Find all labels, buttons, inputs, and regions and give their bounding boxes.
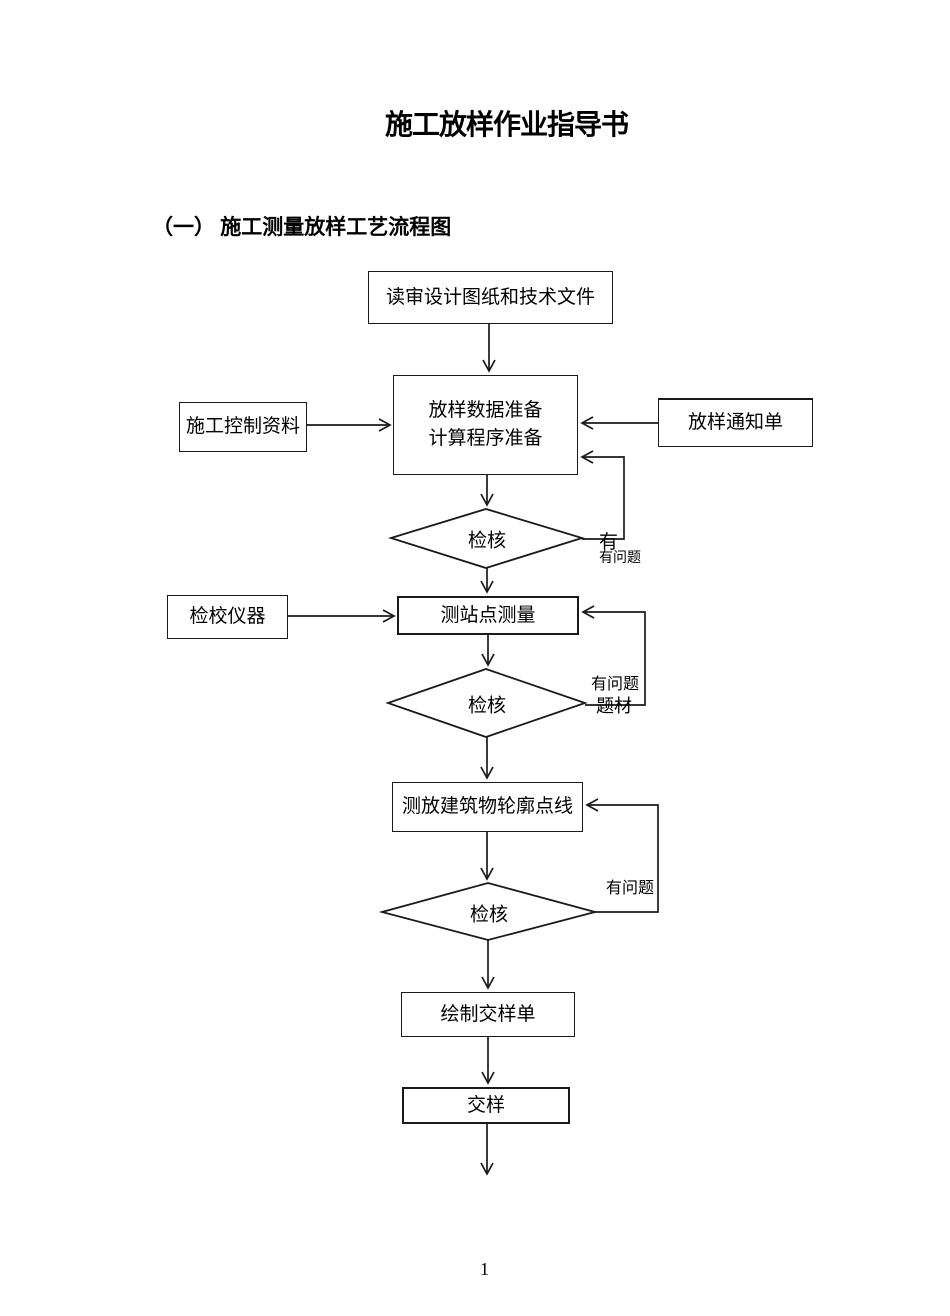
edge-label-check1-problem: 有问题 [599,551,641,566]
flow-node-construction-control-data-label: 施工控制资料 [185,416,300,437]
decision-check3-shape [378,882,599,941]
decision-check1-shape [387,508,586,569]
flow-node-construction-control-data: 施工控制资料 [179,402,307,452]
flow-node-read-review: 读审设计图纸和技术文件 [368,271,613,324]
flow-node-setting-out-notice-label: 放样通知单 [687,412,783,433]
flow-node-data-preparation: 放样数据准备 计算程序准备 [393,375,578,475]
decision-check1-label: 检核 [467,530,507,552]
edge-label-check2-extra: 题材 [596,696,632,716]
flow-node-setting-out-notice: 放样通知单 [658,398,813,447]
flow-node-sample-delivery: 交样 [402,1087,570,1124]
edge-label-check2-problem: 有问题 [591,676,640,693]
flow-node-draw-delivery-sheet-label: 绘制交样单 [440,1003,536,1025]
flow-node-set-out-building-outline: 测放建筑物轮廓点线 [392,782,583,832]
flow-node-station-point-survey: 测站点测量 [397,596,579,635]
flow-node-data-preparation-line2: 计算程序准备 [428,428,543,449]
flow-node-data-preparation-line1: 放样数据准备 [428,400,543,421]
document-title: 施工放样作业指导书 [385,109,629,140]
flow-node-instrument-calibration-label: 检校仪器 [189,606,266,627]
loop-check2-to-station [581,605,646,706]
section-heading: （一） 施工测量放样工艺流程图 [152,215,452,239]
edge-label-check3-problem: 有问题 [606,880,655,897]
flow-node-set-out-building-outline-label: 测放建筑物轮廓点线 [401,796,573,817]
edge-label-check1-overlap: 有 [599,532,619,553]
decision-check3-label: 检核 [469,904,509,926]
loop-check1-to-prep [580,450,625,540]
flow-node-instrument-calibration: 检校仪器 [167,595,288,639]
decision-check2-shape [385,668,588,738]
flow-node-station-point-survey-label: 测站点测量 [440,604,536,626]
page-number: 1 [480,1259,489,1279]
loop-check3-to-outline [585,798,659,913]
flow-node-draw-delivery-sheet: 绘制交样单 [401,992,575,1037]
flow-node-sample-delivery-label: 交样 [466,1094,505,1116]
flow-node-read-review-label: 读审设计图纸和技术文件 [385,286,595,308]
decision-check2-label: 检核 [467,695,507,717]
